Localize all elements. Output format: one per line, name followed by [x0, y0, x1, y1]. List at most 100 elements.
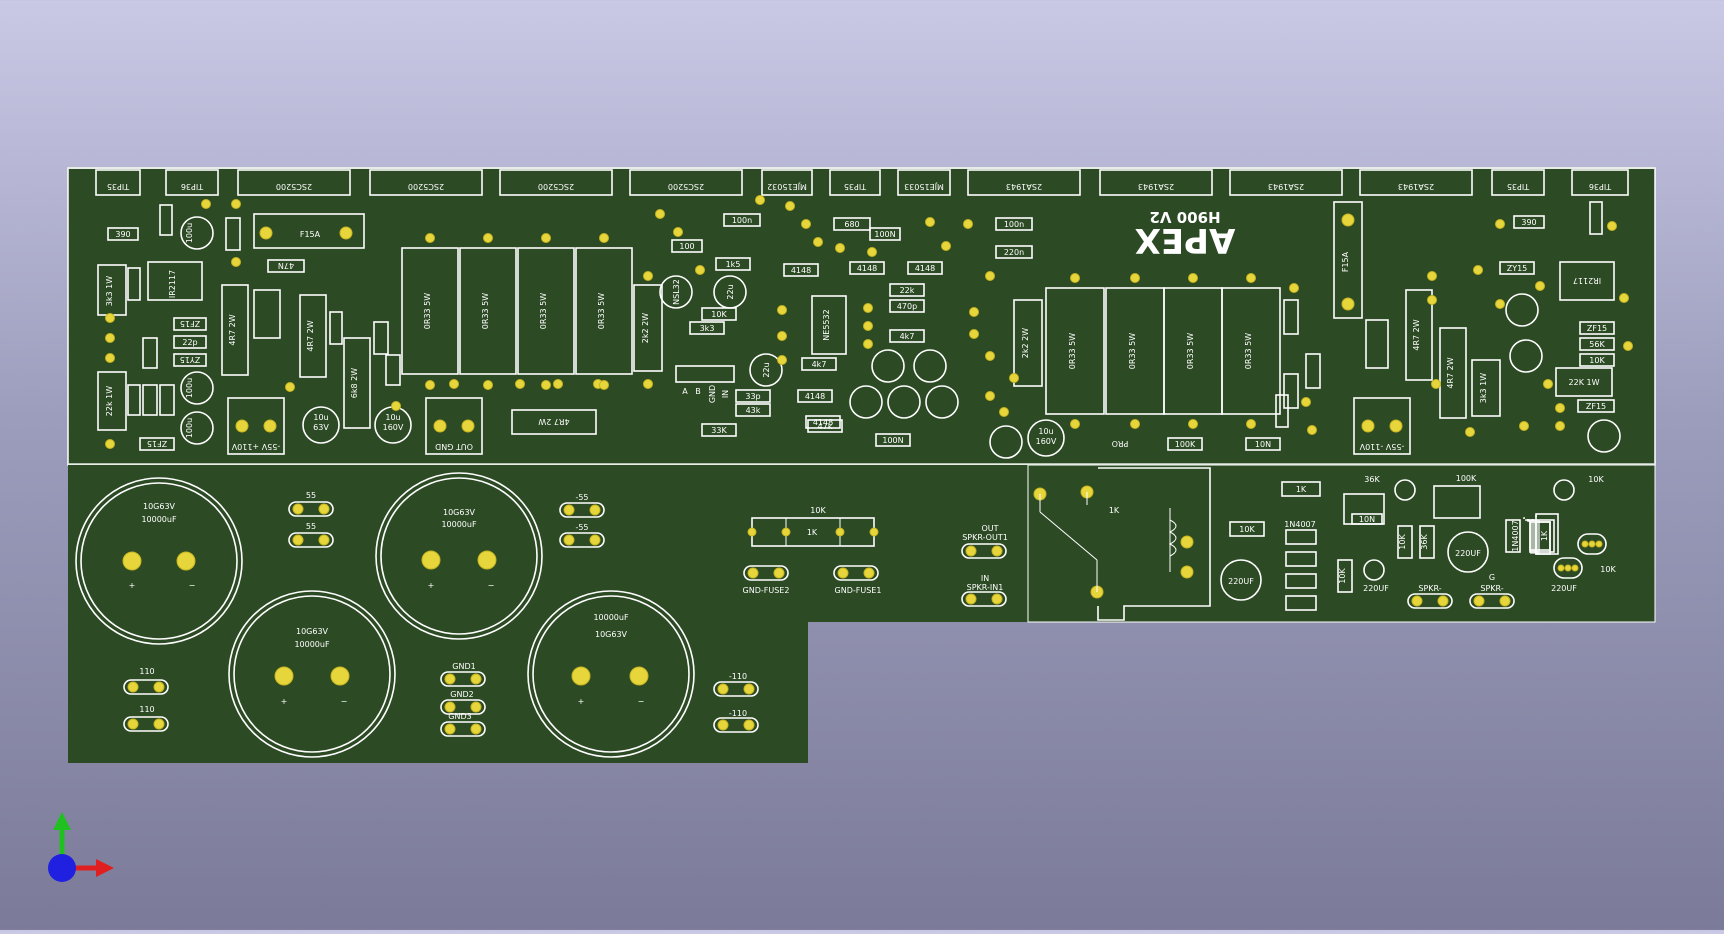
svg-text:10G63V: 10G63V	[143, 502, 176, 511]
pad	[106, 440, 115, 449]
svg-text:10N: 10N	[1255, 440, 1271, 449]
pad	[778, 306, 787, 315]
svg-text:56K: 56K	[1589, 340, 1605, 349]
svg-text:TIP36: TIP36	[181, 182, 204, 191]
svg-text:+: +	[578, 697, 585, 706]
svg-text:1K: 1K	[1540, 530, 1549, 541]
svg-text:GND-FUSE1: GND-FUSE1	[835, 586, 882, 595]
svg-text:36K: 36K	[1364, 475, 1380, 484]
svg-text:10000uF: 10000uF	[141, 515, 177, 524]
svg-text:−: −	[488, 581, 495, 590]
svg-text:43k: 43k	[746, 406, 761, 415]
svg-text:4R7 2W: 4R7 2W	[1412, 319, 1421, 350]
svg-text:A: A	[682, 387, 688, 396]
pad	[986, 352, 995, 361]
svg-text:220n: 220n	[1004, 248, 1024, 257]
svg-text:10K: 10K	[810, 506, 826, 515]
svg-text:100K: 100K	[1175, 440, 1196, 449]
svg-text:3k3 1W: 3k3 1W	[1479, 373, 1488, 403]
svg-text:0R33 5W: 0R33 5W	[1244, 333, 1253, 369]
svg-text:MJE15033: MJE15033	[904, 182, 944, 191]
svg-text:2k2 2W: 2k2 2W	[641, 313, 650, 343]
pad	[778, 356, 787, 365]
svg-text:33K: 33K	[711, 426, 727, 435]
pad	[1608, 222, 1617, 231]
pad	[1428, 272, 1437, 281]
svg-text:3k3 1W: 3k3 1W	[105, 276, 114, 306]
svg-text:22u: 22u	[726, 284, 735, 299]
svg-text:100n: 100n	[732, 216, 752, 225]
pad	[970, 330, 979, 339]
pad	[674, 228, 683, 237]
svg-text:GND-FUSE2: GND-FUSE2	[743, 586, 790, 595]
svg-text:+: +	[281, 697, 288, 706]
svg-text:390: 390	[115, 230, 130, 239]
svg-text:GND1: GND1	[452, 662, 475, 671]
svg-text:ZF15: ZF15	[1587, 324, 1607, 333]
svg-text:100: 100	[679, 242, 694, 251]
pad	[814, 238, 823, 247]
svg-text:4k7: 4k7	[812, 360, 827, 369]
pad	[1290, 284, 1299, 293]
svg-text:0R33 5W: 0R33 5W	[597, 293, 606, 329]
svg-text:10u: 10u	[313, 413, 328, 422]
pad	[802, 220, 811, 229]
svg-text:−: −	[638, 697, 645, 706]
pad	[696, 266, 705, 275]
svg-text:0R33 5W: 0R33 5W	[1128, 333, 1137, 369]
svg-text:10000uF: 10000uF	[593, 613, 629, 622]
svg-text:33p: 33p	[745, 392, 760, 401]
svg-text:680: 680	[844, 220, 859, 229]
svg-text:-55: -55	[575, 523, 588, 532]
pad	[450, 380, 459, 389]
svg-text:4148: 4148	[805, 392, 825, 401]
svg-text:0R33 5W: 0R33 5W	[539, 293, 548, 329]
svg-text:NE5532: NE5532	[822, 309, 831, 340]
svg-text:22u: 22u	[762, 362, 771, 377]
svg-text:F15A: F15A	[300, 230, 321, 239]
svg-text:100u: 100u	[185, 223, 194, 243]
svg-text:-55V +110V: -55V +110V	[231, 442, 280, 451]
svg-text:6k8 2W: 6k8 2W	[350, 368, 359, 398]
svg-text:22k 1W: 22k 1W	[105, 386, 114, 416]
svg-text:ZF15: ZF15	[147, 439, 167, 448]
svg-text:10K: 10K	[1338, 568, 1347, 584]
svg-text:55: 55	[306, 522, 316, 531]
svg-text:1K: 1K	[1109, 506, 1120, 515]
svg-text:1K: 1K	[807, 528, 818, 537]
pad	[1496, 300, 1505, 309]
svg-text:IR2117: IR2117	[168, 270, 177, 298]
pad	[1131, 420, 1140, 429]
svg-text:1N4007: 1N4007	[1284, 520, 1315, 529]
svg-text:63V: 63V	[313, 423, 329, 432]
svg-text:ZF15: ZF15	[180, 319, 200, 328]
svg-text:10K: 10K	[1588, 475, 1604, 484]
pad	[1131, 274, 1140, 283]
svg-text:PRO: PRO	[1112, 439, 1129, 448]
svg-text:TIP36: TIP36	[1589, 182, 1612, 191]
svg-text:160V: 160V	[383, 423, 404, 432]
svg-text:G: G	[1489, 573, 1495, 582]
svg-text:-55: -55	[575, 493, 588, 502]
svg-text:+: +	[428, 581, 435, 590]
svg-text:36K: 36K	[1420, 534, 1429, 550]
svg-text:ZY15: ZY15	[1507, 264, 1528, 273]
svg-text:10K: 10K	[711, 310, 727, 319]
svg-text:10G63V: 10G63V	[296, 627, 329, 636]
svg-text:110: 110	[139, 705, 154, 714]
svg-text:3k3: 3k3	[700, 324, 715, 333]
pad	[864, 322, 873, 331]
pad	[1000, 408, 1009, 417]
x-axis-arrow	[96, 859, 114, 877]
pad	[1496, 220, 1505, 229]
svg-text:220UF: 220UF	[1228, 577, 1254, 586]
svg-text:2SA1943: 2SA1943	[1398, 182, 1434, 191]
svg-text:IN: IN	[981, 574, 989, 583]
pad	[1189, 420, 1198, 429]
svg-text:10K: 10K	[1398, 534, 1407, 550]
pad	[644, 380, 653, 389]
svg-text:SPKR-IN1: SPKR-IN1	[967, 583, 1004, 592]
svg-text:2SC5200: 2SC5200	[276, 182, 312, 191]
svg-text:SPKR-OUT1: SPKR-OUT1	[962, 533, 1008, 542]
